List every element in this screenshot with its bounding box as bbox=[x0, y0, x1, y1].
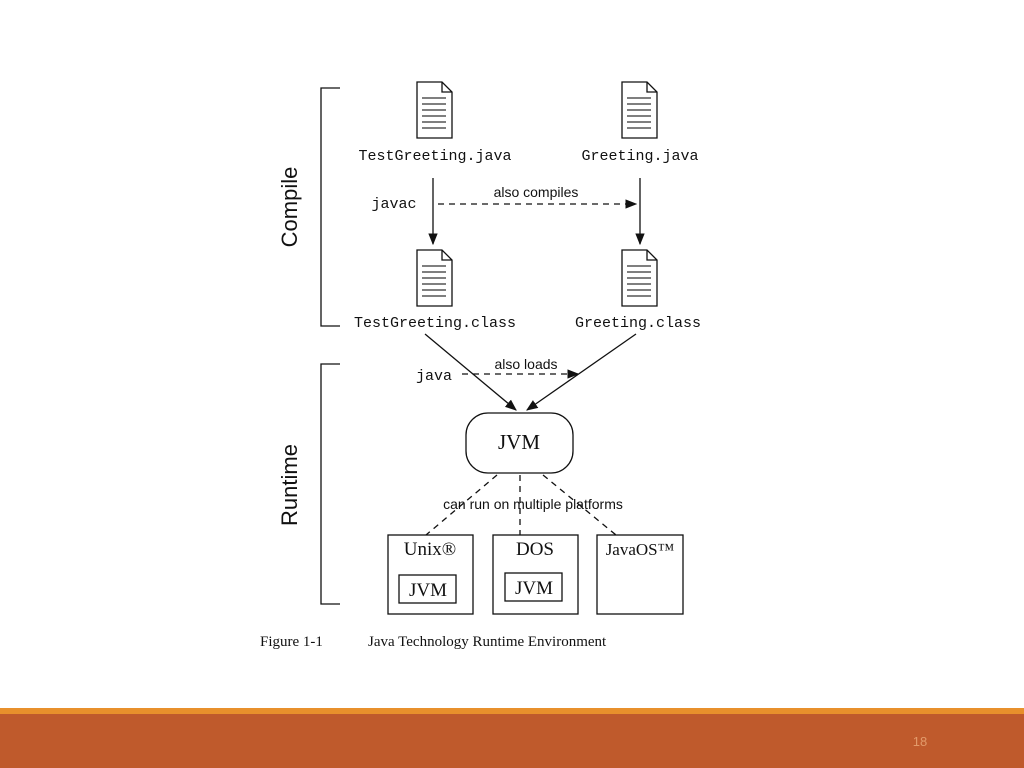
dos-jvm-label: JVM bbox=[515, 578, 553, 599]
javaos-platform-box: JavaOS™ bbox=[596, 534, 684, 615]
greeting-class-document-icon bbox=[621, 249, 658, 307]
dos-label: DOS bbox=[516, 539, 554, 560]
unix-jvm-label: JVM bbox=[409, 580, 447, 601]
compile-label: Compile bbox=[277, 167, 302, 248]
test-greeting-java-label: TestGreeting.java bbox=[358, 148, 511, 165]
footer-bar bbox=[0, 714, 1024, 768]
jvm-box bbox=[465, 412, 574, 474]
java-load-arrow bbox=[424, 333, 517, 411]
javaos-connector bbox=[542, 474, 617, 536]
javaos-label: JavaOS™ bbox=[606, 540, 675, 559]
jvm-label: JVM bbox=[498, 430, 540, 454]
java-label: java bbox=[416, 368, 452, 385]
greeting-load-arrow bbox=[526, 333, 637, 411]
dos-platform-box: DOS JVM bbox=[492, 534, 579, 615]
unix-connector bbox=[425, 474, 498, 536]
footer-accent-stripe bbox=[0, 708, 1024, 714]
test-greeting-class-label: TestGreeting.class bbox=[354, 315, 516, 332]
greeting-java-label: Greeting.java bbox=[581, 148, 698, 165]
test-greeting-class-document-icon bbox=[416, 249, 453, 307]
greeting-java-document-icon bbox=[621, 81, 658, 139]
greeting-class-label: Greeting.class bbox=[575, 315, 701, 332]
figure-title: Java Technology Runtime Environment bbox=[368, 634, 607, 650]
slide-number: 18 bbox=[912, 734, 928, 749]
also-compiles-label: also compiles bbox=[494, 184, 579, 200]
unix-label: Unix® bbox=[404, 539, 456, 560]
figure-number: Figure 1-1 bbox=[260, 634, 323, 650]
runtime-label: Runtime bbox=[277, 444, 302, 526]
also-loads-label: also loads bbox=[494, 356, 557, 372]
java-runtime-diagram: Compile Runtime bbox=[260, 81, 701, 650]
unix-platform-box: Unix® JVM bbox=[387, 534, 474, 615]
runtime-bracket bbox=[320, 363, 340, 605]
can-run-label: can run on multiple platforms bbox=[443, 496, 623, 512]
javac-label: javac bbox=[371, 196, 416, 213]
test-greeting-java-document-icon bbox=[416, 81, 453, 139]
compile-bracket bbox=[320, 87, 340, 327]
